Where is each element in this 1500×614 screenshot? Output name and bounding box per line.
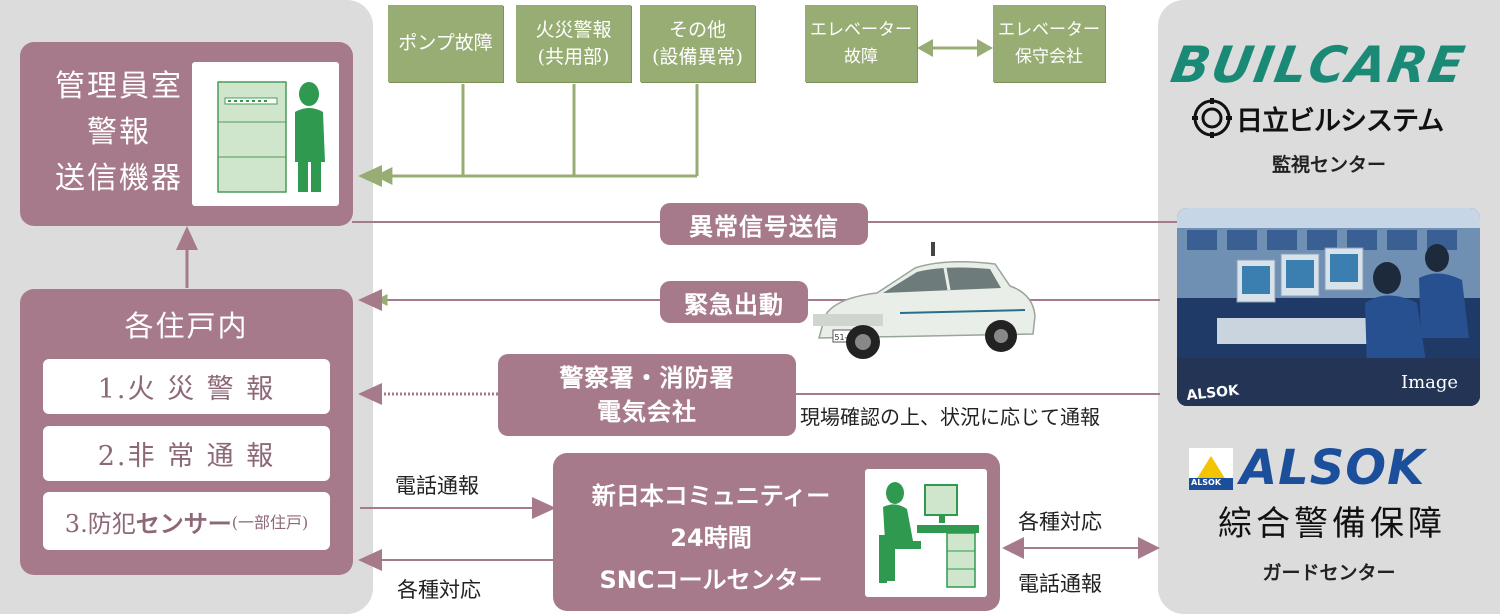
call-center-box: 新日本コミュニティー 24時間 SNCコールセンター [553, 453, 1000, 611]
elevator-failure-box: エレベーター 故障 [805, 5, 917, 82]
confirm-note: 現場確認の上、状況に応じて通報 [800, 405, 1100, 429]
builcare-logo-text: BUILCARE [1166, 36, 1471, 94]
admin-room-box: 管理員室 警報 送信機器 [20, 42, 353, 226]
operator-illustration [865, 469, 987, 597]
right-response-label: 各種対応 [1018, 510, 1102, 534]
admin-illustration [192, 62, 339, 206]
hours-label: 24時間 [670, 524, 752, 552]
pump-failure-label: ポンプ故障 [398, 32, 493, 54]
hitachi-name: 日立ビルシステム [1236, 105, 1444, 137]
fire-alarm-label: 火災警報 [535, 18, 612, 41]
other-label: その他 [668, 18, 726, 41]
control-room-photo: ALSOK Image [1177, 208, 1480, 406]
operator-desk-icon [879, 482, 979, 588]
monitor-center-label: 監視センター [1271, 154, 1386, 176]
common-area-label: (共用部) [537, 45, 610, 68]
police-fire-label: 警察署・消防署 [559, 364, 735, 392]
emergency-dispatch-pill: 緊急出動 [660, 281, 808, 323]
sensor-bold-label: センサー [135, 509, 232, 538]
car-plate: 51-54 [834, 333, 857, 342]
alsok-emblem: ALSOK [1189, 448, 1233, 490]
hitachi-row: 日立ビルシステム [1192, 98, 1462, 138]
other-equipment-box: その他 (設備異常) [640, 5, 755, 82]
equipment-abnormal-label: (設備異常) [652, 45, 743, 68]
alsok-logo-text: ALSOK [1240, 440, 1426, 496]
photo-sign-text: ALSOK [1186, 382, 1241, 404]
electric-company-label: 電気会社 [597, 398, 697, 426]
photo-label: Image [1401, 372, 1459, 393]
dwelling-title: 各住戸内 [124, 309, 249, 343]
call-center-name: SNCコールセンター [599, 566, 823, 594]
builcare-logo: BUILCARE [1167, 36, 1482, 96]
abnormal-signal-pill: 異常信号送信 [660, 203, 868, 245]
failure-label: 故障 [844, 46, 878, 67]
elevator-arrow-right [977, 39, 993, 57]
sensor-main-label: 3.防犯 [64, 509, 136, 538]
alarm-panel-icon [217, 81, 325, 193]
control-room-image: ALSOK [1177, 208, 1480, 406]
elevator-arrow-left [917, 39, 933, 57]
alarm-label: 警報 [87, 115, 151, 150]
fire-alarm-card: 1.火 災 警 報 [43, 359, 330, 414]
patrol-car-image: 51-54 [813, 242, 1036, 359]
right-phone-label: 電話通報 [1018, 572, 1102, 596]
fire-alarm-common-box: 火災警報 (共用部) [516, 5, 631, 82]
hitachi-emblem-icon [1192, 98, 1232, 138]
maintenance-company-label: 保守会社 [1015, 46, 1083, 67]
elevator-maint-label: エレベーター [998, 19, 1100, 40]
phone-report-label: 電話通報 [395, 474, 479, 498]
response-label: 各種対応 [397, 578, 481, 602]
elevator-maintenance-box: エレベーター 保守会社 [993, 5, 1105, 82]
alsok-emblem-icon [1189, 448, 1233, 490]
alsok-company-name: 綜合警備保障 [1218, 504, 1446, 544]
security-sensor-card: 3.防犯センサー(一部住戸) [43, 492, 330, 550]
transmitter-label: 送信機器 [55, 161, 183, 196]
sensor-note: (一部住戸) [231, 513, 309, 532]
company-name: 新日本コミュニティー [591, 482, 831, 510]
police-fire-box: 警察署・消防署 電気会社 [498, 354, 796, 436]
emergency-call-card: 2.非 常 通 報 [43, 426, 330, 481]
alsok-small-text: ALSOK [1191, 478, 1222, 487]
admin-room-label: 管理員室 [55, 69, 183, 104]
guard-center-label: ガードセンター [1262, 562, 1396, 584]
dwelling-box: 各住戸内 1.火 災 警 報 2.非 常 通 報 3.防犯センサー(一部住戸) [20, 289, 353, 575]
elevator-label: エレベーター [810, 19, 912, 40]
pump-failure-box: ポンプ故障 [388, 5, 503, 82]
